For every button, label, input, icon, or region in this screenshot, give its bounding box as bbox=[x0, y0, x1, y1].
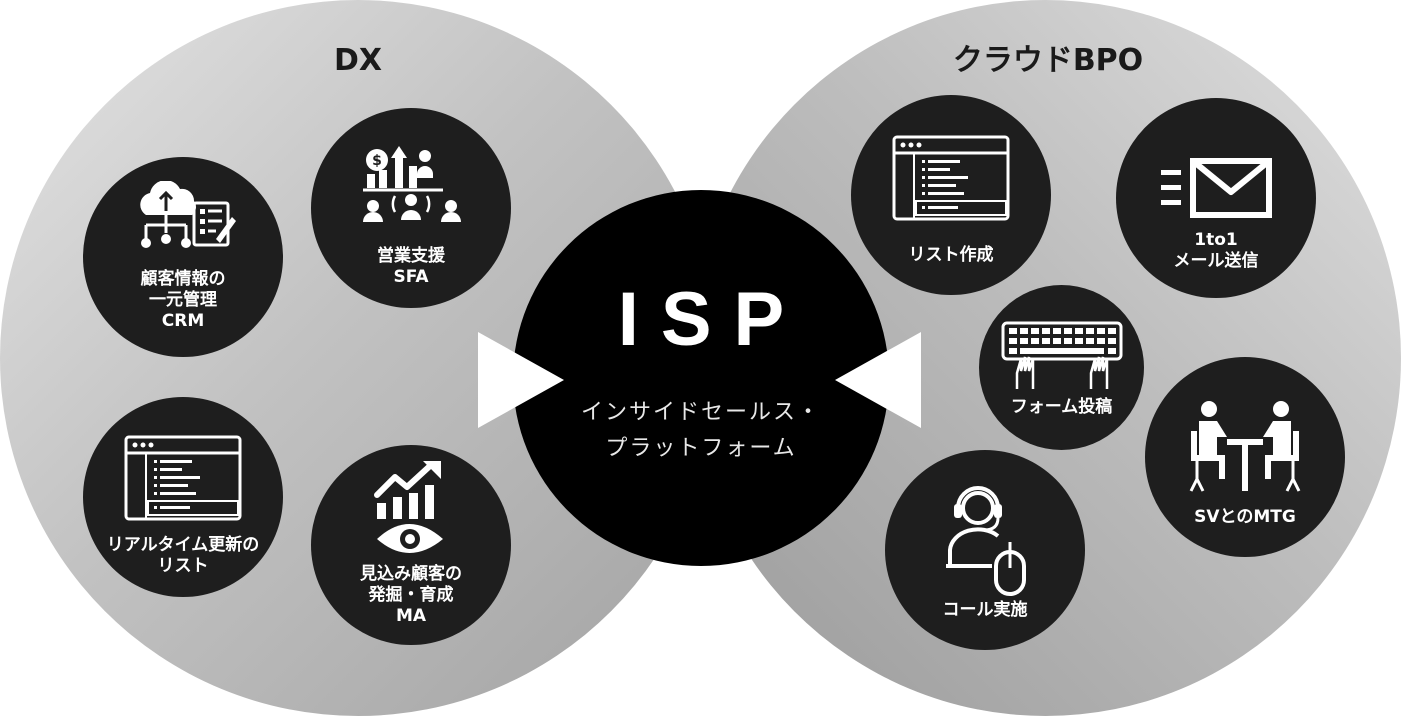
node-ma-label: 見込み顧客の 発掘・育成 MA bbox=[360, 564, 462, 626]
svg-text:$: $ bbox=[372, 153, 382, 169]
isp-title: ISP bbox=[617, 277, 807, 362]
isp-subtitle: インサイドセールス・ プラットフォーム bbox=[513, 395, 889, 467]
keyboard-hands-icon bbox=[999, 319, 1125, 395]
isp-subtitle-line-1: インサイドセールス・ bbox=[580, 400, 821, 425]
node-realtime-list: リアルタイム更新の リスト bbox=[83, 397, 283, 597]
sales-growth-team-icon: $ bbox=[359, 144, 463, 228]
dx-title: DX bbox=[333, 43, 383, 78]
node-crm: 顧客情報の 一元管理 CRM bbox=[83, 157, 283, 357]
node-crm-label: 顧客情報の 一元管理 CRM bbox=[140, 269, 226, 331]
node-sfa-label: 営業支援 SFA bbox=[377, 246, 445, 287]
node-sv-mtg-label: SVとのMTG bbox=[1194, 507, 1296, 527]
node-sfa: $ 営業支援 SFA bbox=[311, 108, 511, 308]
isp-subtitle-line-2: プラットフォーム bbox=[605, 436, 797, 461]
node-form-post-label: フォーム投稿 bbox=[1010, 397, 1113, 417]
headset-operator-icon bbox=[942, 482, 1028, 600]
node-list-create-label: リスト作成 bbox=[908, 245, 994, 265]
isp-center-circle: ISP インサイドセールス・ プラットフォーム bbox=[513, 190, 889, 566]
node-call: コール実施 bbox=[885, 450, 1085, 650]
node-one-to-one-mail-label: 1to1 メール送信 bbox=[1173, 230, 1259, 271]
list-window-icon bbox=[124, 435, 242, 525]
list-window-icon bbox=[892, 135, 1010, 225]
node-call-label: コール実施 bbox=[942, 600, 1028, 620]
cloud-network-document-icon bbox=[128, 180, 238, 257]
chart-eye-icon bbox=[373, 459, 449, 561]
cloud-bpo-title: クラウドBPO bbox=[952, 43, 1144, 78]
envelope-icon bbox=[1159, 158, 1273, 222]
arrow-right-pointing-icon bbox=[478, 332, 564, 428]
arrow-left-pointing-icon bbox=[835, 332, 921, 428]
node-list-create: リスト作成 bbox=[851, 95, 1051, 295]
node-one-to-one-mail: 1to1 メール送信 bbox=[1116, 98, 1316, 298]
meeting-people-icon bbox=[1187, 397, 1303, 501]
node-ma: 見込み顧客の 発掘・育成 MA bbox=[311, 445, 511, 645]
node-realtime-list-label: リアルタイム更新の リスト bbox=[106, 535, 260, 576]
node-form-post: フォーム投稿 bbox=[979, 285, 1144, 450]
node-sv-mtg: SVとのMTG bbox=[1145, 357, 1345, 557]
